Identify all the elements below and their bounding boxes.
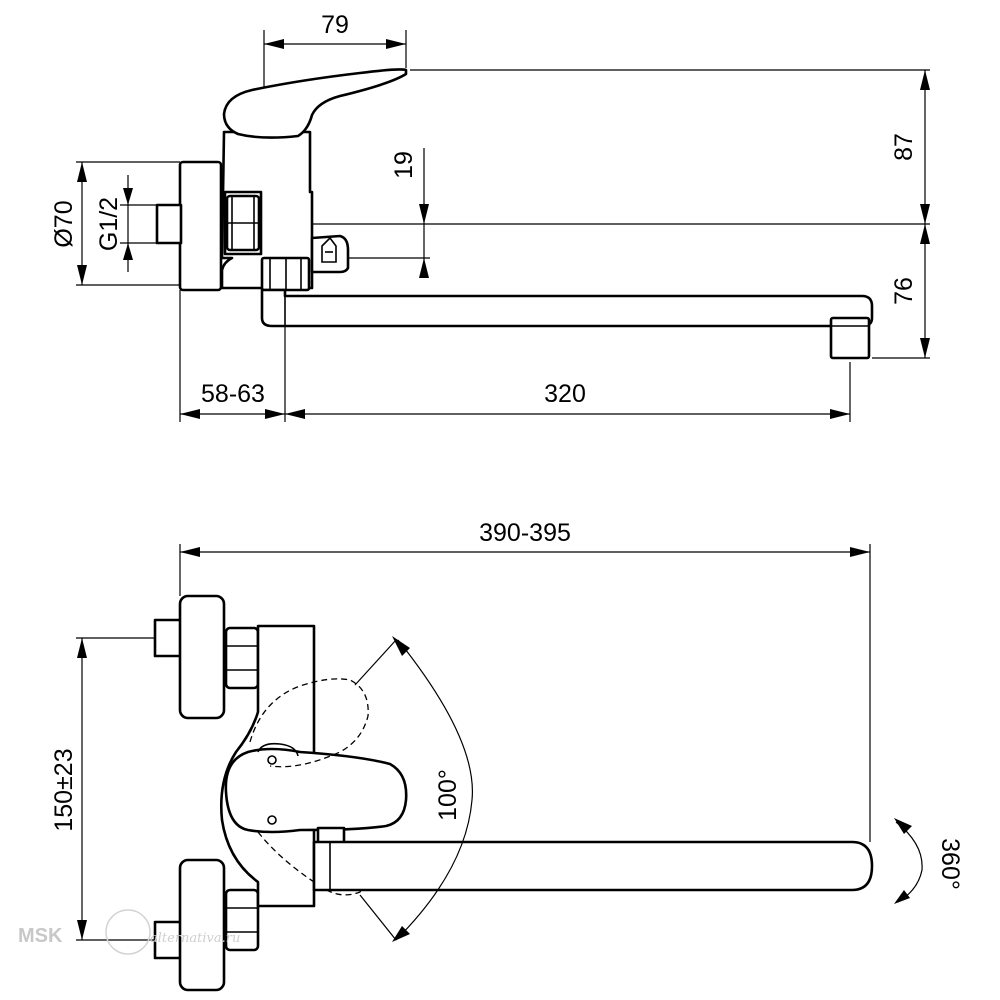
dim-label-87: 87	[890, 133, 918, 161]
dim-label-thread: G1/2	[95, 197, 123, 251]
dim-total: 390-395	[179, 519, 871, 842]
dim-label-diameter: Ø70	[50, 200, 78, 247]
side-view: 79 87 76 19	[50, 11, 930, 422]
lower-nut	[224, 888, 260, 952]
upper-flange	[178, 594, 226, 720]
dim-label-19: 19	[390, 151, 418, 179]
upper-inlet-pipe	[153, 618, 183, 658]
top-view: 390-395 150±23 100° 360°	[50, 519, 964, 992]
dim-label-center-distance: 150±23	[50, 748, 78, 831]
rotation-360: 360°	[894, 818, 964, 904]
dim-label-total: 390-395	[479, 519, 571, 547]
dim-79: 79	[263, 11, 407, 88]
wall-flange	[178, 160, 223, 292]
dim-center-distance: 150±23	[50, 637, 155, 941]
watermark-site: alternativa.ru	[150, 931, 240, 946]
inlet-pipe	[155, 203, 183, 245]
diverter-knob	[310, 234, 350, 274]
mixer-lever	[222, 68, 408, 139]
dim-label-rotation: 360°	[936, 838, 964, 890]
aerator	[829, 316, 871, 360]
watermark-brand: MSK	[18, 925, 63, 947]
spout-top	[312, 840, 874, 892]
dim-label-reach: 320	[544, 380, 586, 408]
dim-label-76: 76	[890, 277, 918, 305]
dim-label-wall-offset: 58-63	[201, 380, 265, 408]
dim-label-79: 79	[321, 11, 349, 39]
dim-87-76: 87 76	[312, 69, 930, 359]
dim-label-angle: 100°	[434, 769, 462, 821]
angle-100: 100°	[354, 636, 474, 942]
dim-19: 19	[348, 148, 430, 278]
upper-nut	[224, 626, 260, 690]
lever-position-open	[249, 678, 369, 768]
dim-diameter: Ø70	[50, 161, 180, 286]
lower-flange	[178, 858, 226, 992]
dim-thread: G1/2	[95, 175, 157, 272]
lever-top	[224, 747, 408, 834]
dim-reach: 58-63 320	[179, 290, 851, 422]
watermark: MSK alternativa.ru	[18, 909, 240, 955]
lower-inlet-pipe	[153, 920, 183, 960]
spout	[260, 288, 874, 328]
